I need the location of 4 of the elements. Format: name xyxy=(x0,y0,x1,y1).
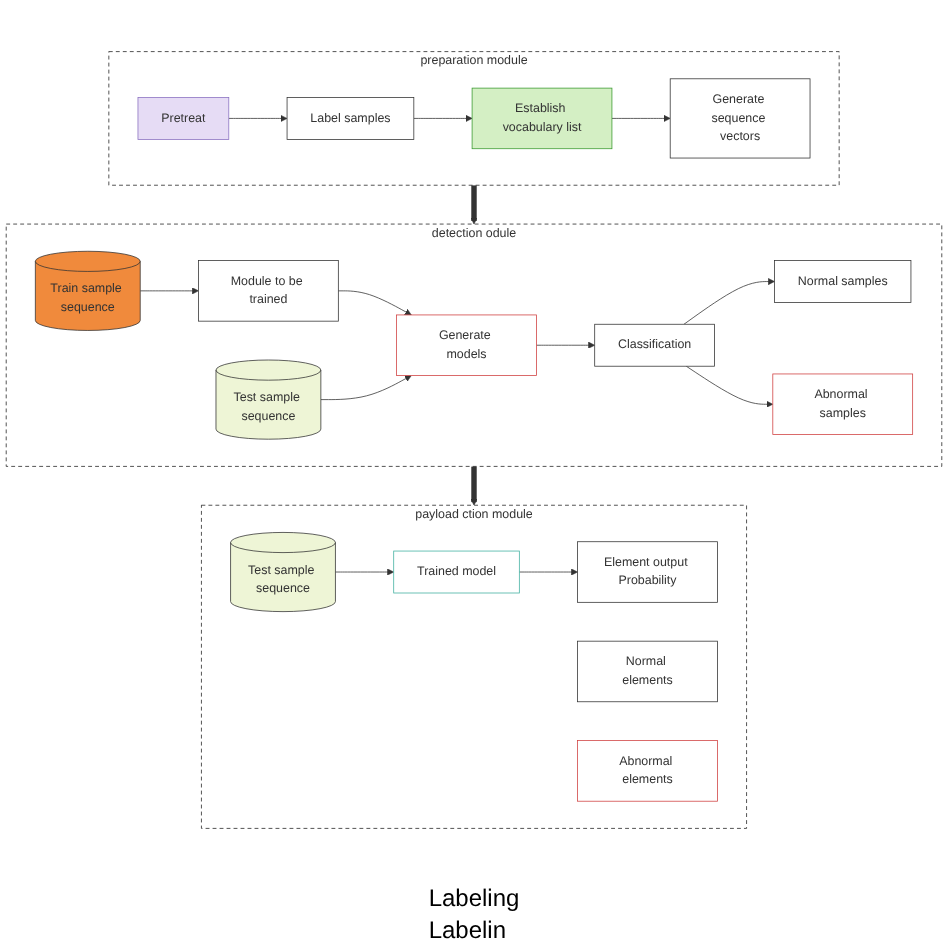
arrow xyxy=(470,185,478,225)
arrow xyxy=(470,466,478,506)
note: Labelin xyxy=(428,916,509,944)
note: Labeling xyxy=(428,884,520,912)
